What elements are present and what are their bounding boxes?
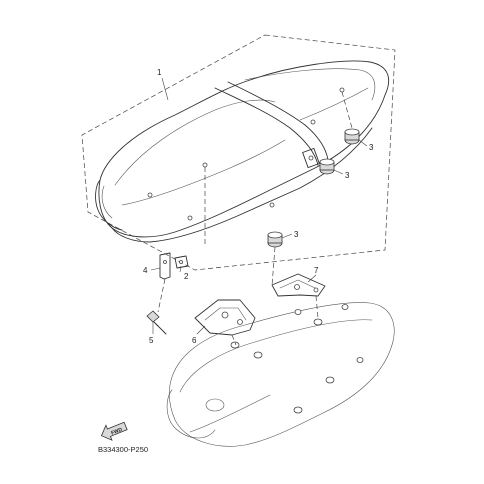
bracket-part-6 [194,299,256,336]
callout-3c: 3 [294,230,299,239]
damper-3a [344,128,360,145]
callout-1: 1 [157,68,162,77]
leader-lines [150,77,368,346]
seat-strap-bracket [302,147,320,169]
frame-reference [166,302,395,447]
callout-3a: 3 [369,143,374,152]
svg-text:FWD: FWD [110,427,123,437]
passenger-stitch [244,68,376,101]
seat-nose [95,179,123,231]
callout-2: 2 [184,272,189,281]
seat-outline [98,60,390,238]
callout-7: 7 [314,266,319,275]
seat-mount-hole [202,162,208,168]
bracket-part-7 [271,273,326,297]
bolt-part-5 [146,310,167,335]
damper-3c [267,231,283,248]
part-code: B334300-P250 [98,445,148,454]
damper-parts [267,128,360,248]
bracket-part-4 [159,252,171,280]
seat-skirt [111,127,373,243]
rider-stitch [114,99,276,186]
bracket-part-2 [174,255,189,269]
front-direction-arrow: FWD [100,421,128,441]
callout-4: 4 [143,266,148,275]
callout-labels: 1 2 3 3 3 4 5 6 7 [143,68,374,345]
callout-5: 5 [149,336,154,345]
assembly-boundary [81,34,396,271]
damper-3b [319,158,335,175]
callout-6: 6 [192,336,197,345]
seat-assembly [95,60,390,243]
tank-outline [168,302,395,447]
seat-step [214,87,319,166]
callout-3b: 3 [345,171,350,180]
